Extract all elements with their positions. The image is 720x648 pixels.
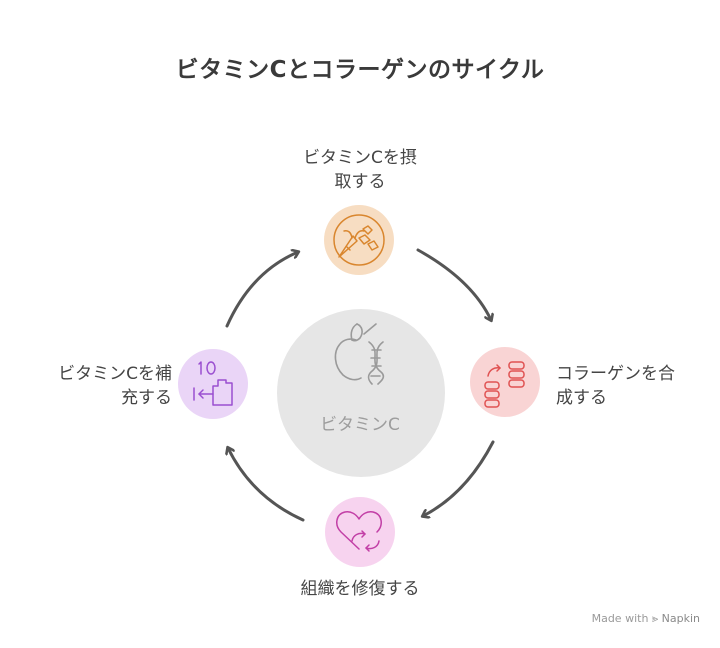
step-top-label: ビタミンCを摂 取する — [303, 148, 417, 192]
napkin-logo-icon: ⪢ — [651, 612, 659, 625]
arrow-right-to-bottom — [423, 440, 495, 516]
watermark-brand: Napkin — [661, 612, 700, 625]
watermark-prefix: Made with — [591, 612, 649, 625]
arrow-bottom-to-left — [228, 448, 305, 522]
napkin-watermark[interactable]: Made with ⪢ Napkin — [592, 612, 700, 626]
step-right-label: コラーゲンを合 成する — [556, 364, 675, 408]
step-left-label: ビタミンCを補 充する — [58, 364, 172, 408]
food-icon — [333, 214, 385, 266]
heart-refresh-icon — [336, 511, 382, 552]
apple-dna-icon — [334, 323, 385, 385]
database-sync-icon — [484, 361, 525, 408]
step-left-circle — [178, 349, 248, 419]
diagram-title: ビタミンCとコラーゲンのサイクル — [175, 57, 545, 83]
center-label: ビタミンC — [320, 415, 400, 435]
center-circle — [277, 309, 445, 477]
step-bottom-circle — [325, 497, 395, 567]
step-bottom-label: 組織を修復する — [300, 579, 420, 599]
battery-refill-icon — [193, 361, 233, 406]
arrow-top-to-right — [416, 248, 491, 320]
arrow-left-to-top — [225, 252, 298, 328]
step-right-circle — [470, 347, 540, 417]
